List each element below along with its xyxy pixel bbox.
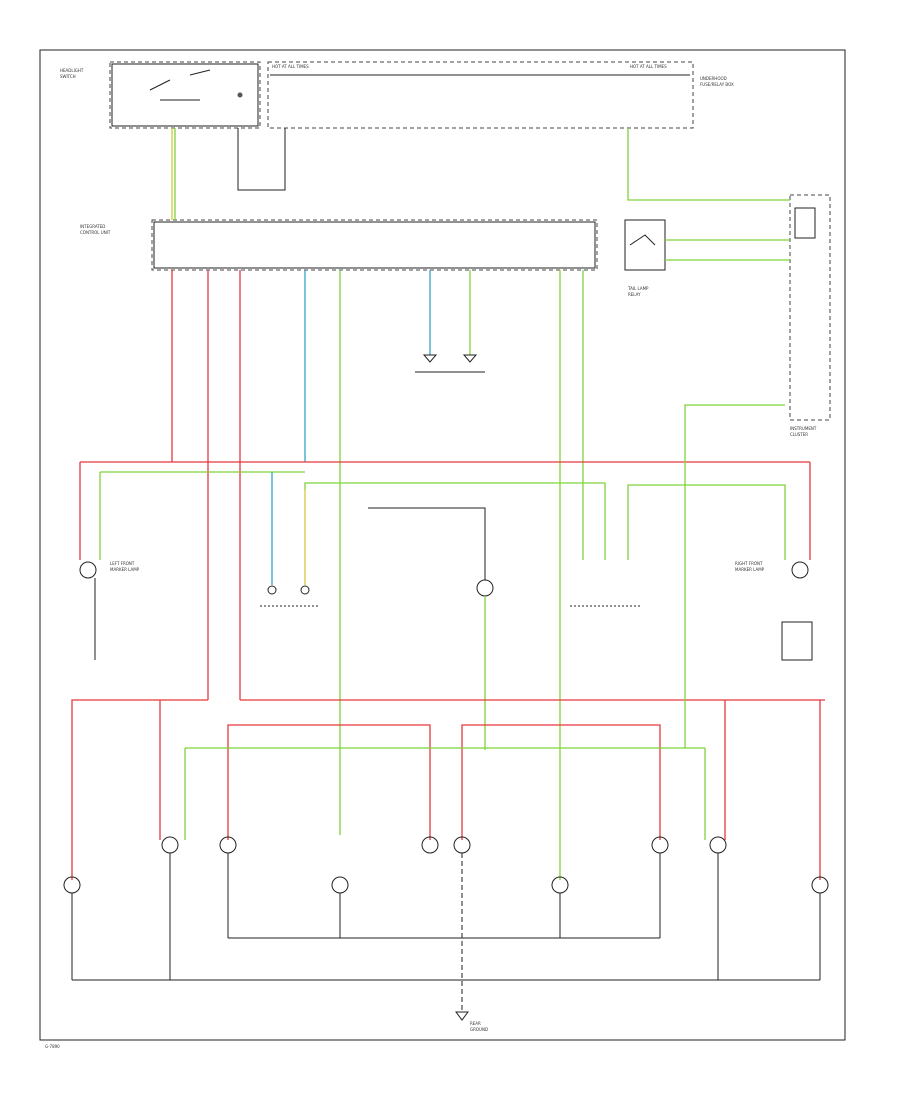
svg-text:INSTRUMENT: INSTRUMENT xyxy=(790,426,817,431)
ground-point-rear: REAR GROUND xyxy=(455,1011,488,1032)
svg-text:LEFT FRONT: LEFT FRONT xyxy=(110,561,135,566)
right-front-marker-lamp: RIGHT FRONT MARKER LAMP xyxy=(735,561,813,661)
left-front-marker-lamp: LEFT FRONT MARKER LAMP xyxy=(79,561,140,660)
left-rear-lamp-assembly xyxy=(63,836,349,894)
ground-point-icu xyxy=(415,354,485,373)
footer-code: G-7890 xyxy=(45,1044,60,1049)
svg-text:SWITCH: SWITCH xyxy=(60,74,76,79)
svg-text:FUSE/RELAY BOX: FUSE/RELAY BOX xyxy=(700,82,734,87)
svg-text:HOT AT ALL TIMES: HOT AT ALL TIMES xyxy=(630,64,667,69)
svg-text:TAIL LAMP: TAIL LAMP xyxy=(627,286,649,291)
license-lamps xyxy=(421,836,471,854)
svg-text:CLUSTER: CLUSTER xyxy=(790,432,808,437)
headlight-switch: HEADLIGHT SWITCH xyxy=(60,61,261,129)
svg-text:HOT AT ALL TIMES: HOT AT ALL TIMES xyxy=(272,64,309,69)
svg-text:INTEGRATED: INTEGRATED xyxy=(80,224,105,229)
tail-lamp-relay: TAIL LAMP RELAY xyxy=(624,219,666,297)
lighting-control-module: INTEGRATED CONTROL UNIT xyxy=(80,219,598,271)
combination-switch xyxy=(260,585,320,607)
parking-brake-switch xyxy=(368,507,494,750)
diagram-frame xyxy=(39,49,846,1041)
svg-text:MARKER LAMP: MARKER LAMP xyxy=(735,567,765,572)
instrument-cluster: INSTRUMENT CLUSTER xyxy=(789,194,831,437)
right-rear-lamp-assembly xyxy=(551,836,829,894)
svg-text:GROUND: GROUND xyxy=(470,1027,488,1032)
svg-text:CONTROL UNIT: CONTROL UNIT xyxy=(80,230,111,235)
svg-text:MARKER LAMP: MARKER LAMP xyxy=(110,567,140,572)
wire-green-fuse xyxy=(627,128,790,201)
svg-text:REAR: REAR xyxy=(470,1021,481,1026)
svg-text:HEADLIGHT: HEADLIGHT xyxy=(60,68,84,73)
svg-text:RIGHT FRONT: RIGHT FRONT xyxy=(735,561,763,566)
underhood-fuse-label: UNDERHOOD xyxy=(700,76,727,81)
svg-text:RELAY: RELAY xyxy=(628,292,641,297)
fuse-block: HOT AT ALL TIMES HOT AT ALL TIMES xyxy=(267,61,694,129)
